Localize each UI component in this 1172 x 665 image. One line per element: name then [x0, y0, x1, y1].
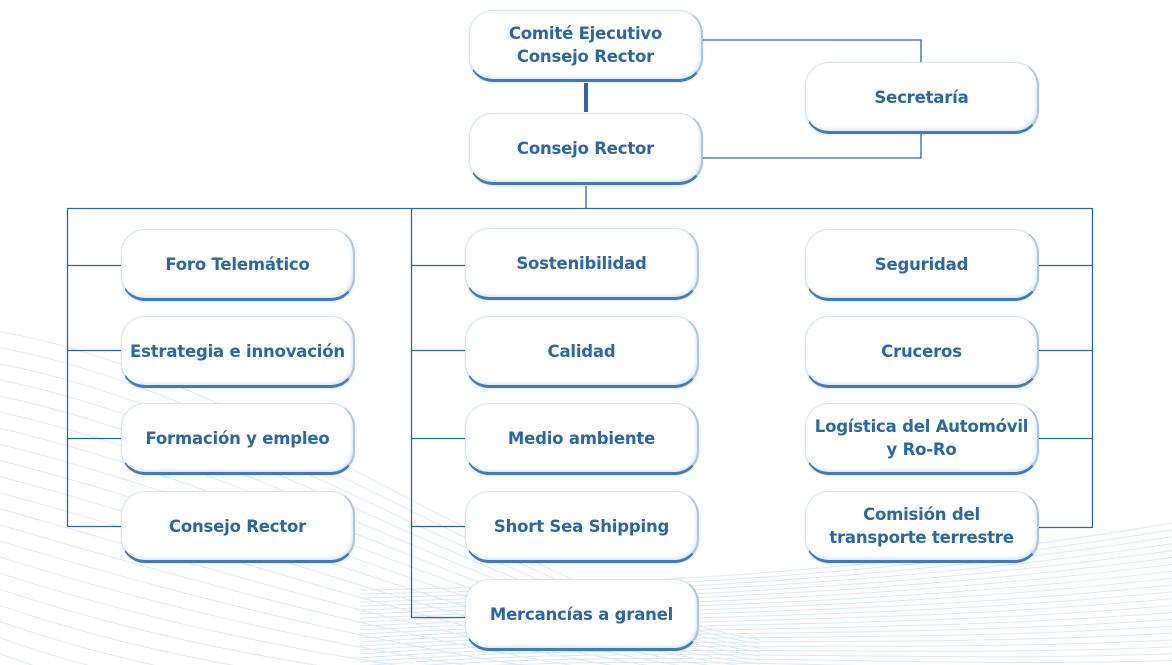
connector-board-secretary [703, 134, 922, 159]
background-wave-line [0, 460, 710, 665]
node-right-2: Cruceros [805, 316, 1039, 388]
node-middle-1: Sostenibilidad [465, 228, 699, 300]
node-middle-2: Calidad [465, 316, 699, 388]
background-wave-line [0, 540, 525, 665]
background-wave-line [0, 556, 468, 665]
node-middle-3: Medio ambiente [465, 403, 699, 475]
connector-executive-secretary [703, 39, 922, 62]
node-middle-5: Mercancías a granel [465, 579, 699, 651]
background-wave-line [0, 492, 648, 665]
node-left-1: Foro Telemático [121, 229, 355, 301]
node-left-4: Consejo Rector [121, 491, 355, 563]
background-wave-line [0, 508, 613, 665]
node-right-4: Comisión del transporte terrestre [805, 491, 1039, 563]
background-wave-line [0, 588, 319, 665]
background-wave-line [366, 653, 1172, 665]
node-executive-committee: Comité Ejecutivo Consejo Rector [469, 10, 703, 82]
background-wave-line [419, 657, 1172, 665]
node-right-1: Seguridad [805, 229, 1039, 301]
background-wave-line [0, 604, 235, 665]
node-right-3: Logística del Automóvil y Ro-Ro [805, 403, 1039, 475]
node-secretary: Secretaría [805, 62, 1039, 134]
background-wave-line [359, 639, 1172, 659]
node-middle-4: Short Sea Shipping [465, 491, 699, 563]
node-left-2: Estrategia e innovación [121, 316, 355, 388]
background-wave-line [490, 661, 860, 665]
background-wave-line [0, 620, 157, 665]
background-wave-line [359, 646, 1172, 663]
background-wave-line [0, 476, 680, 665]
node-left-3: Formación y empleo [121, 403, 355, 475]
background-wave-line [0, 572, 398, 665]
node-board: Consejo Rector [469, 113, 703, 185]
background-wave-line [0, 524, 573, 665]
